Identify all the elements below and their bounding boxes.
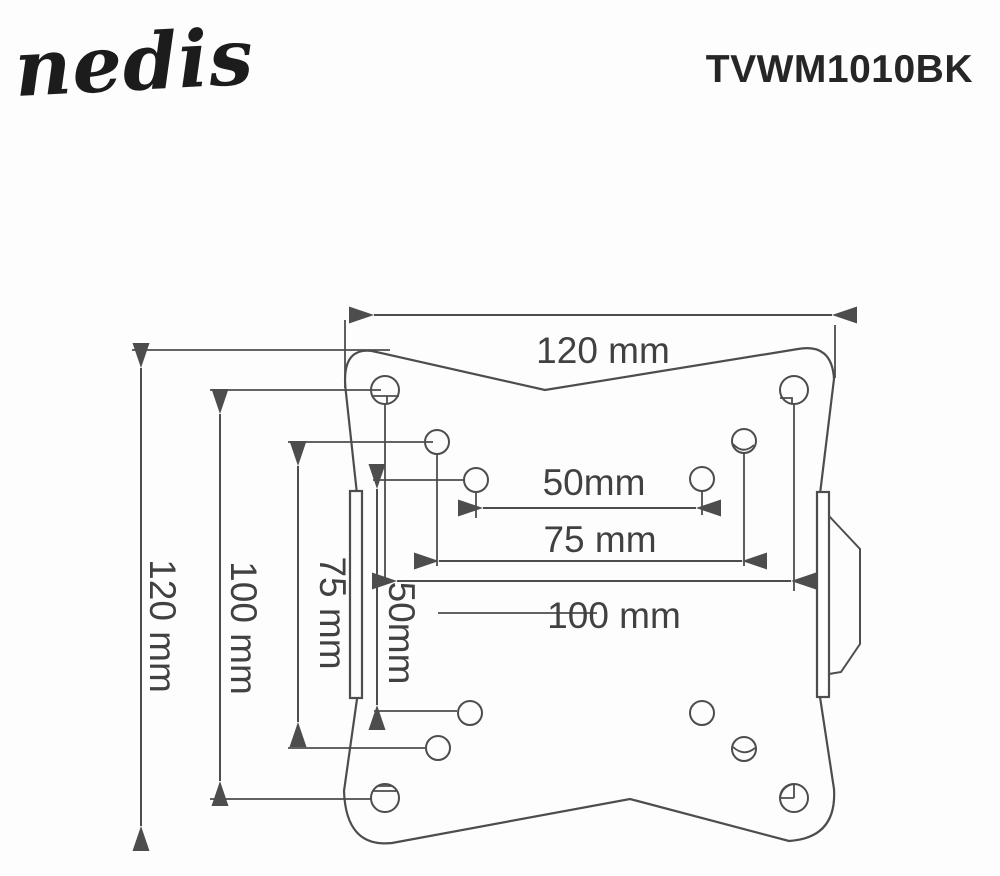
dim-h100-label: 100 mm [547,595,681,636]
hole-75-bottom-left [425,735,451,761]
hole-50-top-left [463,467,489,493]
brand-logo: nedis [12,12,256,115]
vesa-rail-right [815,490,831,699]
dim-horizontal-75: 75 mm [414,453,767,570]
dim-horizontal-120: 120 mm [344,306,857,388]
hole-corner-bottom-left [370,783,400,813]
dim-v75-label: 75 mm [312,556,353,669]
hole-50-bottom-right [689,700,715,726]
dim-vertical-75: 75 mm [288,441,433,749]
dim-vertical-120: 120 mm [132,343,390,851]
dim-vertical-100: 100 mm [210,389,381,806]
hole-corner-bottom-left-slot [372,785,398,792]
dim-v100-label: 100 mm [223,561,264,695]
dim-vertical-50: 50mm [368,464,464,730]
hole-50-top-right [689,466,715,492]
dim-horizontal-50: 50mm [458,462,721,518]
dim-v50-label: 50mm [381,582,422,685]
hole-75-top-right-slot [732,443,755,451]
dim-h120-label: 120 mm [536,330,670,371]
hole-75-bottom-right-slot [732,746,756,754]
hole-50-bottom-left [457,700,483,726]
dim-h50-label: 50mm [543,462,646,503]
dim-v120-label: 120 mm [142,559,183,693]
hole-corner-top-right-slot [780,397,793,404]
hole-75-bottom-right [731,736,757,762]
hole-corner-top-right [779,375,809,405]
wall-hook [828,515,861,675]
dim-h75-label: 75 mm [543,519,656,560]
hole-corner-top-left-slot [372,395,399,403]
model-number: TVWM1010BK [706,48,973,91]
vesa-rail-left [348,489,364,700]
hole-corner-bottom-right-slot [779,783,795,799]
